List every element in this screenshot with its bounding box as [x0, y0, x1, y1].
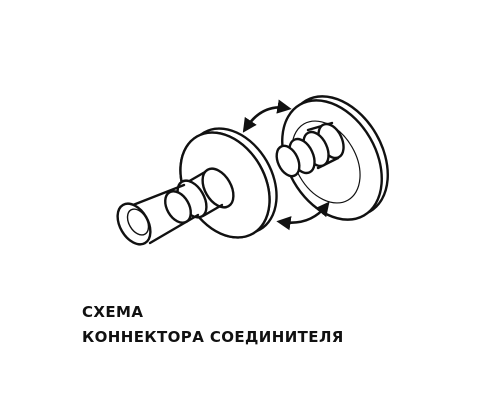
rotate-arrows-icon [242, 99, 330, 231]
suction-base-icon [275, 95, 389, 221]
caption-line-2: КОННЕКТОРА СОЕДИНИТЕЛЯ [82, 328, 344, 346]
diagram-caption: СХЕМА КОННЕКТОРА СОЕДИНИТЕЛЯ [82, 300, 344, 350]
caption-line-1: СХЕМА [82, 303, 144, 321]
tapered-plug-icon [116, 127, 278, 246]
